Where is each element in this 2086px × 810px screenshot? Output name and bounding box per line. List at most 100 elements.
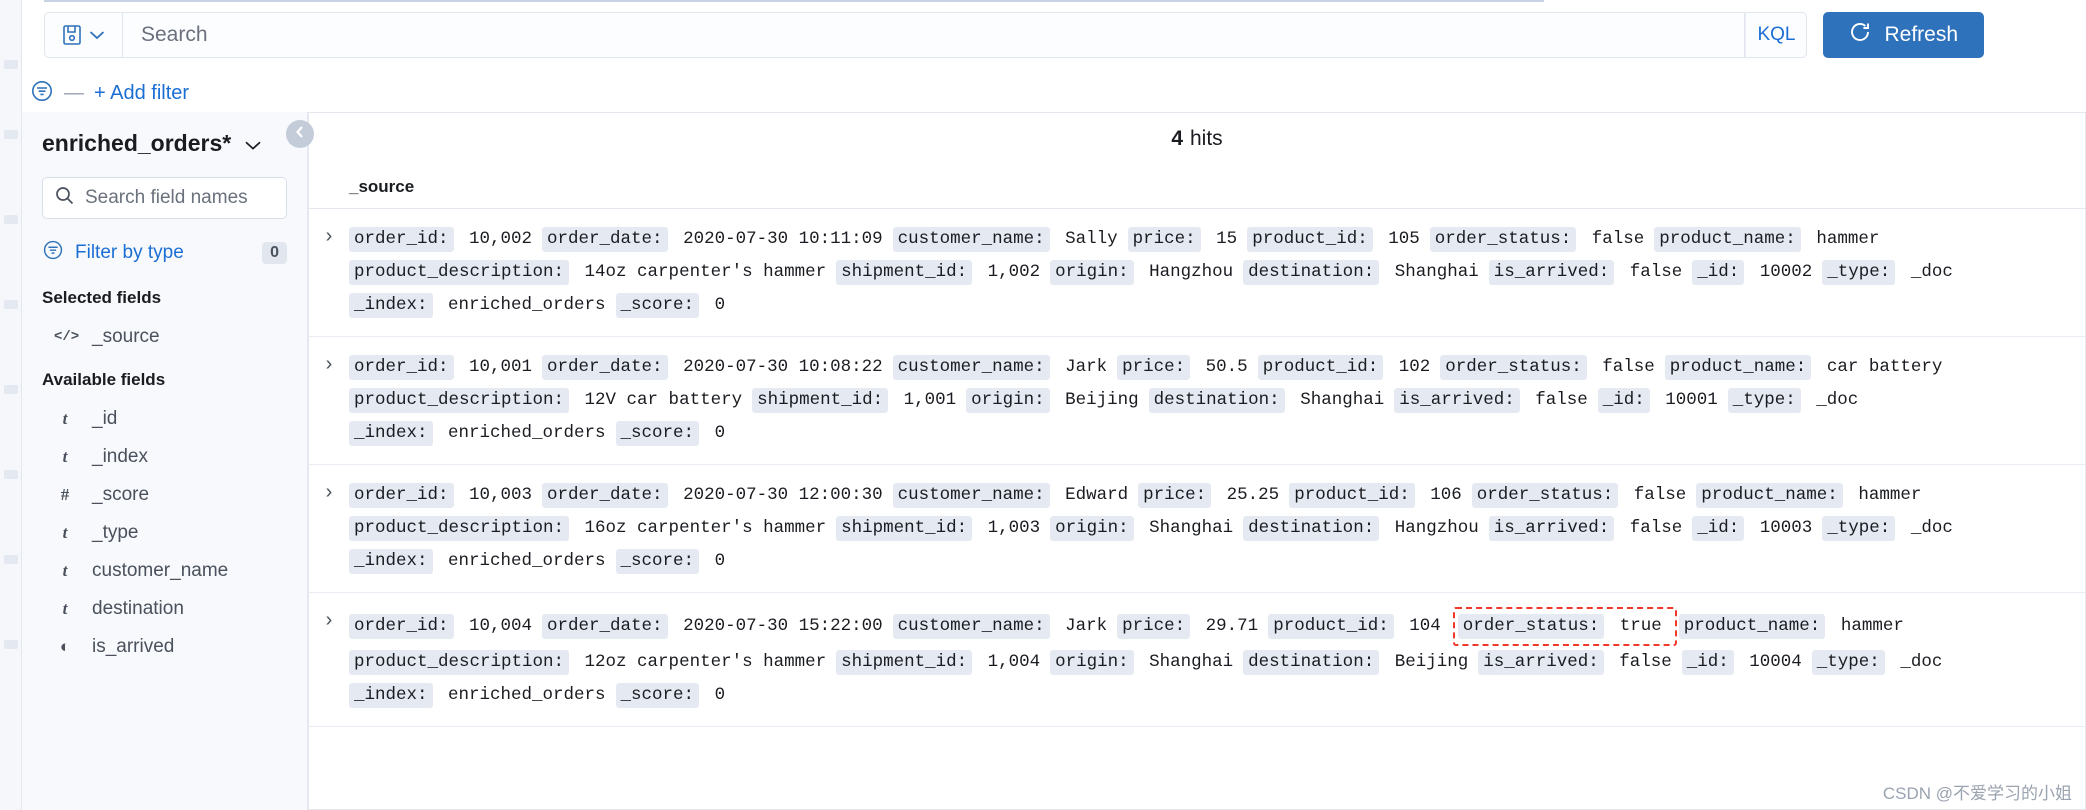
field-value: hammer [1830,616,1904,636]
field-key: product_name: [1654,227,1801,252]
source-field: product_id: 104 [1268,614,1451,639]
field-item-_index[interactable]: t _index [42,438,287,476]
field-key: shipment_id: [752,388,889,413]
expand-row-button[interactable]: › [309,479,349,578]
index-pattern-selector[interactable]: enriched_orders* [42,130,287,157]
chevron-right-icon: › [325,225,333,247]
source-field: product_description: 12V car battery [349,388,752,413]
source-field: shipment_id: 1,001 [752,388,966,413]
field-value: 0 [704,423,726,443]
search-input[interactable] [141,23,1727,47]
add-filter-button[interactable]: + Add filter [94,81,190,104]
field-item-customer_name[interactable]: t customer_name [42,552,287,590]
source-field: product_name: hammer [1678,614,1914,639]
saved-query-button[interactable] [44,12,122,58]
filter-by-type-button[interactable]: Filter by type 0 [42,239,287,266]
field-value: 2020-07-30 15:22:00 [672,616,883,636]
source-field: _index: enriched_orders [349,549,616,574]
query-language-button[interactable]: KQL [1745,12,1808,58]
refresh-icon [1849,21,1871,49]
source-field: _type: _doc [1811,650,1953,675]
field-search-input[interactable] [85,187,274,209]
field-key: destination: [1243,650,1380,675]
expand-row-button[interactable]: › [309,607,349,712]
field-key: _score: [615,421,700,446]
field-value: false [1581,229,1645,249]
field-key: shipment_id: [836,516,973,541]
field-value: 10002 [1749,262,1813,282]
field-item-_id[interactable]: t _id [42,400,287,438]
field-value: 50.5 [1195,357,1248,377]
chevron-right-icon: › [325,609,333,631]
field-key: customer_name: [892,227,1050,252]
source-field: _id: 10003 [1692,516,1822,541]
field-value: 10004 [1738,652,1802,672]
field-key: shipment_id: [836,260,973,285]
field-value: 16oz carpenter's hammer [574,518,827,538]
field-item-is_arrived[interactable]: ◐ is_arrived [42,628,287,666]
field-item-_type[interactable]: t _type [42,514,287,552]
hits-count: 4 [1171,127,1183,150]
field-item-source[interactable]: </> _source [42,318,287,356]
source-field: order_status: false [1440,355,1665,380]
field-value: 10,002 [458,229,533,249]
field-key: is_arrived: [1394,388,1520,413]
field-item-destination[interactable]: t destination [42,590,287,628]
field-value: 1,002 [977,262,1041,282]
field-value: 1,004 [977,652,1041,672]
expand-row-button[interactable]: › [309,223,349,322]
sidebar-collapse-button[interactable] [286,120,314,148]
source-field: product_description: 14oz carpenter's ha… [349,260,836,285]
field-name: _index [92,446,148,467]
field-value: Beijing [1384,652,1469,672]
field-key: _score: [615,293,700,318]
field-key: price: [1117,355,1191,380]
field-value: 10,001 [458,357,533,377]
search-field-wrapper [122,12,1746,58]
source-field: order_status: false [1471,483,1697,508]
refresh-button[interactable]: Refresh [1823,12,1984,58]
field-key: order_id: [349,355,454,380]
source-field: _index: enriched_orders [349,421,616,446]
source-field: product_name: hammer [1654,227,1889,252]
field-value: 25.25 [1216,485,1280,505]
highlighted-field: order_status: true [1452,607,1677,646]
field-key: origin: [1050,650,1134,675]
expand-row-button[interactable]: › [309,351,349,450]
field-key: product_id: [1289,483,1415,508]
source-field: order_date: 2020-07-30 15:22:00 [542,614,893,639]
field-value: _doc [1900,262,1953,282]
source-field: _id: 10004 [1681,650,1812,675]
source-field: _type: _doc [1822,516,1963,541]
source-field: product_description: 16oz carpenter's ha… [349,516,836,541]
column-header-source[interactable]: _source [309,165,2085,209]
field-value: Jark [1054,357,1108,377]
source-field: _score: 0 [615,549,736,574]
field-value: Shanghai [1384,262,1479,282]
source-field: order_id: 10,003 [349,483,542,508]
source-field: product_description: 12oz carpenter's ha… [349,650,836,675]
source-field: price: 25.25 [1138,483,1289,508]
field-name: _source [92,326,160,347]
field-key: _index: [349,421,433,446]
field-value: 1,001 [893,390,957,410]
field-key: product_description: [349,260,570,285]
field-value: hammer [1847,485,1922,505]
source-field: price: 50.5 [1117,355,1258,380]
field-name: destination [92,598,184,619]
filter-icon[interactable] [30,79,54,108]
field-key: _score: [615,683,700,708]
field-item-_score[interactable]: # _score [42,476,287,514]
source-field: product_name: car battery [1664,355,1953,380]
query-bar: KQL Refresh [22,0,2086,68]
source-field: _score: 0 [615,421,736,446]
field-key: _id: [1597,388,1650,413]
